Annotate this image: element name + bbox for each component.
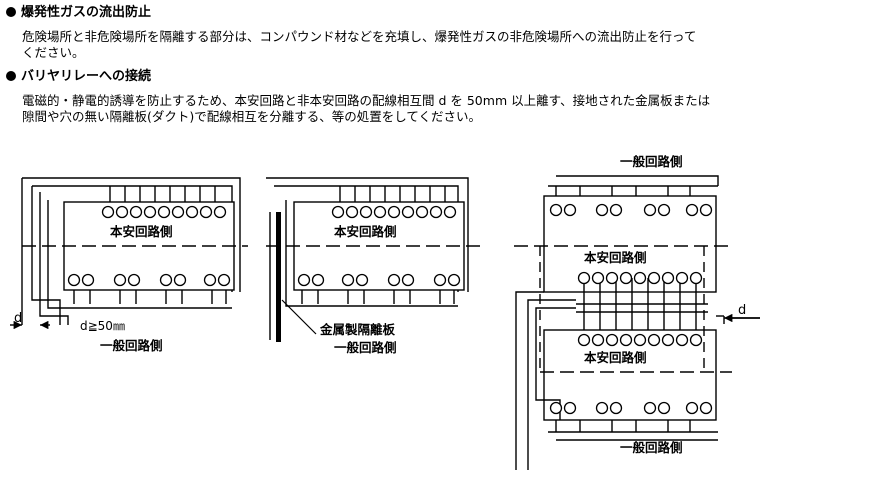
section1-heading: 爆発性ガスの流出防止 [6, 5, 151, 21]
general-side-label-2: 一般回路側 [334, 340, 397, 355]
section2-heading: バリヤリレーへの接続 [6, 69, 151, 85]
d-label-3: d [738, 303, 746, 318]
d-condition-label: d≧50㎜ [80, 319, 125, 333]
section2-body: 電磁的・静電的誘導を防止するため、本安回路と非本安回路の配線相互間 d を 50… [22, 93, 711, 124]
intrinsic-side-label-4: 本安回路側 [584, 350, 647, 365]
section1-heading-text: 爆発性ガスの流出防止 [21, 5, 152, 20]
diagram-metal-partition [266, 177, 484, 342]
diagram-stacked [514, 175, 760, 470]
general-side-label-1: 一般回路側 [100, 338, 163, 353]
metal-partition-label: 金属製隔離板 [319, 322, 396, 337]
diagram-distance [10, 177, 248, 330]
bullet-icon [6, 7, 16, 17]
general-side-label-top: 一般回路側 [620, 154, 683, 169]
bullet-icon [6, 71, 16, 81]
intrinsic-side-label-2: 本安回路側 [334, 224, 397, 239]
section2-heading-text: バリヤリレーへの接続 [21, 69, 152, 84]
d-label-1: d [14, 311, 22, 326]
section1-body: 危険場所と非危険場所を隔離する部分は、コンパウンド材などを充填し、爆発性ガスの非… [22, 29, 697, 60]
intrinsic-side-label-1: 本安回路側 [110, 224, 173, 239]
general-side-label-bottom: 一般回路側 [620, 440, 683, 455]
intrinsic-side-label-3: 本安回路側 [584, 250, 647, 265]
